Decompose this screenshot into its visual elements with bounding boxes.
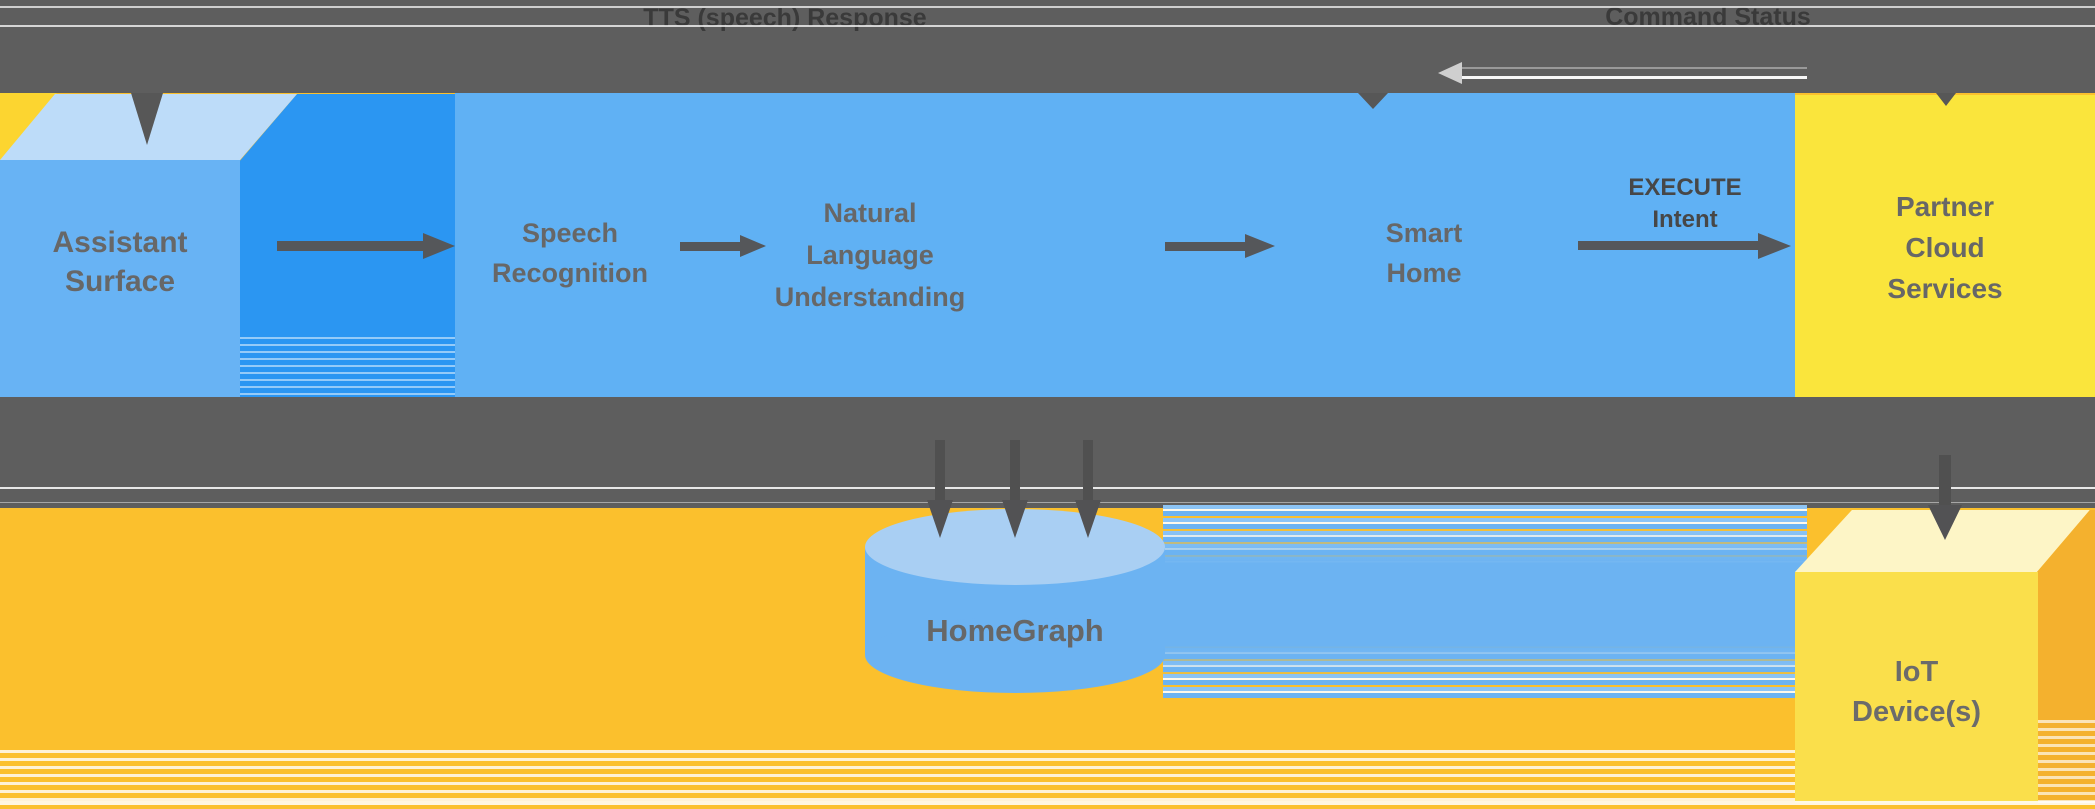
- arrow-speech-to-nlu: [680, 242, 740, 251]
- assistant-surface-box: [0, 160, 240, 397]
- arrow-speech-to-nlu-head: [740, 235, 766, 257]
- render-artifact-line: [0, 25, 2095, 27]
- homegraph-arrow-1-head: [927, 500, 953, 538]
- render-artifact-stripes: [240, 332, 455, 396]
- arrow-smarthome-to-partner-head: [1758, 233, 1791, 259]
- middle-return-path-band: [0, 397, 2095, 508]
- command-status-arrow-line: [1462, 76, 1807, 79]
- render-artifact-line: [0, 502, 2095, 503]
- homegraph-arrow-2-head: [1002, 500, 1028, 538]
- arrow-nlu-to-smarthome-head: [1245, 234, 1275, 258]
- arrow-assistant-to-speech-head: [423, 233, 455, 259]
- partner-cloud-services-box: [1795, 95, 2095, 397]
- iot-arrow-head: [1928, 505, 1962, 540]
- homegraph-arrow-3-head: [1075, 500, 1101, 538]
- homegraph-arrow-1-stem: [935, 440, 945, 505]
- homegraph-arrow-3-stem: [1083, 440, 1093, 505]
- speech-recognition-label: Speech Recognition: [492, 218, 648, 288]
- iot-devices-label: IoT Device(s): [1852, 656, 1981, 728]
- render-artifact-line: [0, 487, 2095, 489]
- natural-language-understanding-label: Natural Language Understanding: [774, 198, 966, 312]
- homegraph-label: HomeGraph: [926, 613, 1104, 648]
- assistant-surface-label: Assistant Surface: [52, 226, 188, 298]
- arrow-into-smart-home: [1358, 93, 1388, 109]
- google-assistant-panel: [455, 93, 1795, 397]
- render-artifact-blue-smear: [1163, 505, 1807, 700]
- partner-cloud-services-label: Partner Cloud Services: [1887, 191, 2003, 304]
- homegraph-cylinder-bottom: [865, 617, 1165, 693]
- homegraph-arrow-2-stem: [1010, 440, 1020, 505]
- execute-intent-label: EXECUTE Intent: [1628, 174, 1742, 233]
- iot-device-box: [1795, 572, 2038, 803]
- command-status-arrow-head: [1438, 62, 1462, 84]
- arrow-into-partner-cloud: [1936, 93, 1956, 106]
- render-artifact-stripes: [0, 745, 1795, 803]
- iot-arrow-stem: [1939, 455, 1951, 507]
- render-artifact-line: [0, 6, 2095, 8]
- arrow-smarthome-to-partner: [1578, 241, 1758, 250]
- command-status-arrow-line: [1462, 67, 1807, 69]
- render-artifact-line: [0, 801, 2095, 805]
- arrow-into-assistant-surface: [131, 93, 163, 145]
- smart-home-label: Smart Home: [1385, 218, 1463, 288]
- arrow-nlu-to-smarthome: [1165, 242, 1245, 251]
- arrow-assistant-to-speech: [277, 241, 423, 251]
- render-artifact-stripes: [2038, 715, 2095, 803]
- tts-response-label: TTS (speech) Response: [643, 4, 927, 32]
